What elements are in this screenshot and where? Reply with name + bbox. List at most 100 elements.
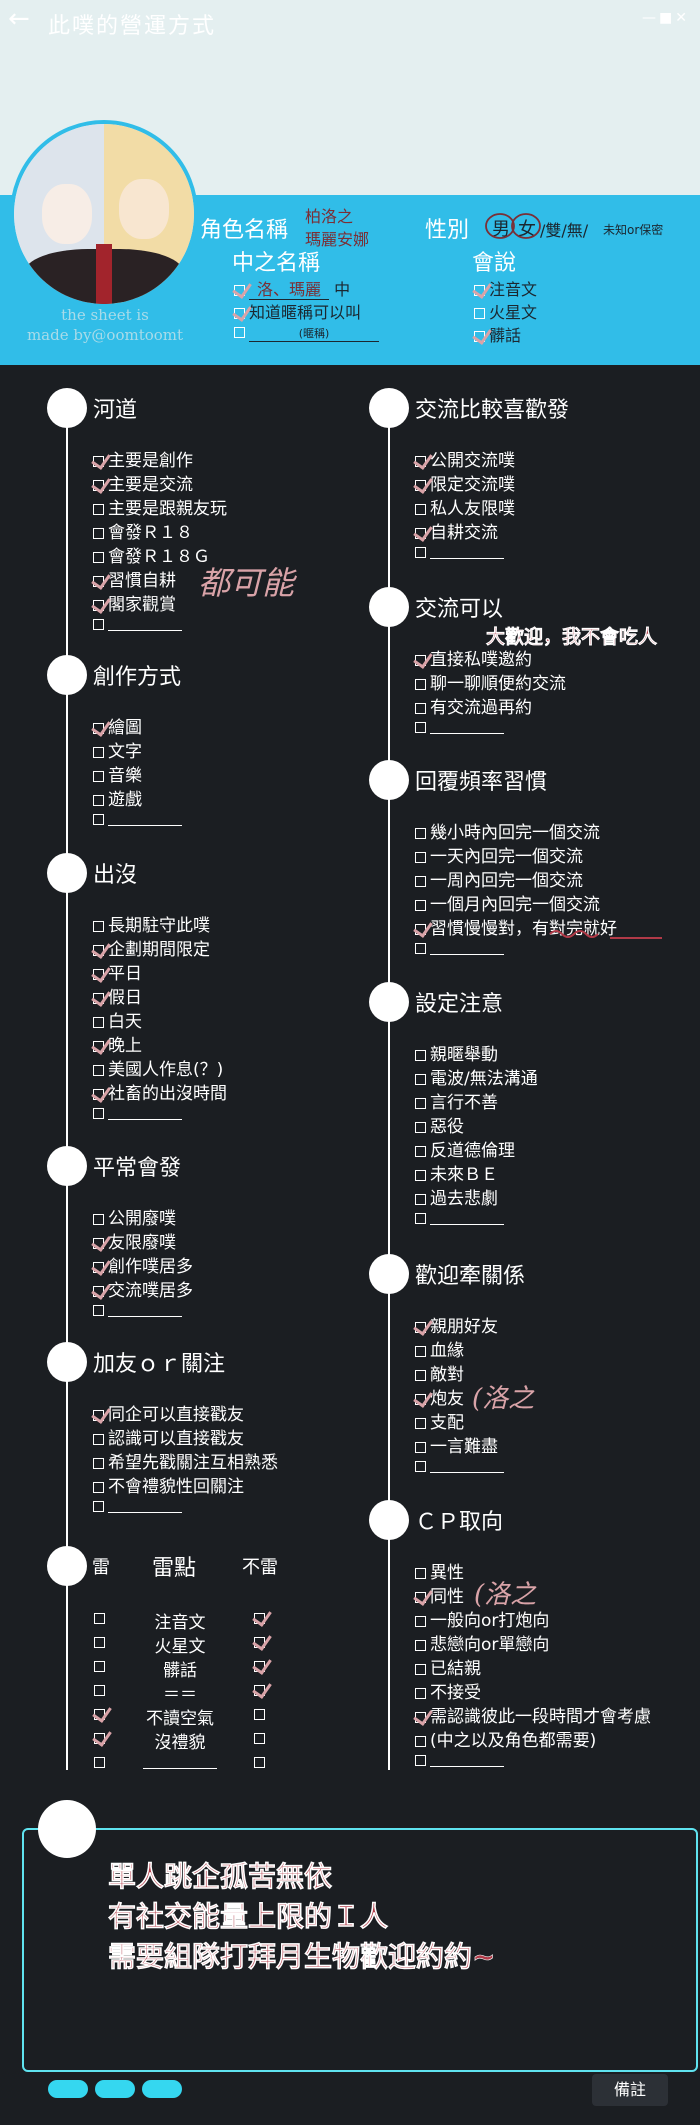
option-row[interactable] — [93, 1300, 182, 1320]
lei-right-checkbox-icon[interactable] — [254, 1637, 265, 1648]
lei-left-checkbox-icon[interactable] — [94, 1733, 105, 1744]
lei-right-checkbox-icon[interactable] — [254, 1685, 265, 1696]
checkbox-icon[interactable] — [415, 1212, 426, 1224]
checkbox-icon[interactable] — [93, 1481, 104, 1493]
option-row[interactable] — [93, 614, 182, 634]
checkbox-icon[interactable] — [93, 1088, 104, 1100]
checkbox-icon[interactable] — [415, 479, 426, 491]
option-row[interactable]: 直接私噗邀約 — [415, 645, 532, 670]
option-row[interactable]: 親暱舉動 — [415, 1040, 498, 1065]
pill-button-1[interactable] — [48, 2080, 88, 2098]
option-row[interactable]: 一個月內回完一個交流 — [415, 890, 600, 915]
option-row[interactable]: (中之以及角色都需要) — [415, 1726, 596, 1751]
window-controls[interactable]: —■✕ — [642, 10, 690, 26]
checkbox-icon[interactable] — [415, 1711, 426, 1723]
checkbox-icon[interactable] — [93, 746, 104, 758]
checkbox-icon[interactable] — [93, 1261, 104, 1273]
option-row[interactable]: 會發Ｒ１８Ｇ — [93, 542, 210, 567]
option-row[interactable]: 異性 — [415, 1558, 464, 1583]
checkbox-icon[interactable] — [474, 285, 485, 296]
option-row[interactable]: 社畜的出沒時間 — [93, 1079, 227, 1104]
option-row[interactable] — [93, 809, 182, 829]
checkbox-icon[interactable] — [415, 1591, 426, 1603]
lei-left-checkbox-icon[interactable] — [94, 1757, 105, 1768]
speak-option-3[interactable]: 髒話 — [474, 322, 521, 346]
checkbox-icon[interactable] — [93, 575, 104, 587]
option-row[interactable]: 公開廢噗 — [93, 1204, 176, 1229]
checkbox-icon[interactable] — [415, 527, 426, 539]
note-button[interactable]: 備註 — [592, 2074, 668, 2106]
checkbox-icon[interactable] — [93, 1064, 104, 1076]
checkbox-icon[interactable] — [234, 308, 245, 319]
checkbox-icon[interactable] — [415, 1193, 426, 1205]
checkbox-icon[interactable] — [93, 722, 104, 734]
option-row[interactable]: 文字 — [93, 737, 142, 762]
option-row[interactable]: 過去悲劇 — [415, 1184, 498, 1209]
option-row[interactable]: 支配 — [415, 1408, 464, 1433]
checkbox-icon[interactable] — [93, 944, 104, 956]
lei-left-checkbox-icon[interactable] — [94, 1613, 105, 1624]
option-row[interactable]: 習慣自耕 — [93, 566, 176, 591]
checkbox-icon[interactable] — [415, 899, 426, 911]
option-row[interactable]: 希望先戳關注互相熟悉 — [93, 1448, 278, 1473]
checkbox-icon[interactable] — [415, 1441, 426, 1453]
lei-left-checkbox-icon[interactable] — [94, 1709, 105, 1720]
checkbox-icon[interactable] — [415, 503, 426, 515]
checkbox-icon[interactable] — [93, 1433, 104, 1445]
option-row[interactable]: 惡役 — [415, 1112, 464, 1137]
checkbox-icon[interactable] — [93, 920, 104, 932]
option-row[interactable]: 交流噗居多 — [93, 1276, 193, 1301]
option-row[interactable]: 平日 — [93, 959, 142, 984]
option-row[interactable]: 習慣慢慢對，有對完就好 — [415, 914, 617, 939]
lei-left-checkbox-icon[interactable] — [94, 1685, 105, 1696]
checkbox-icon[interactable] — [415, 1663, 426, 1675]
checkbox-icon[interactable] — [93, 770, 104, 782]
option-row[interactable] — [415, 938, 504, 958]
option-row[interactable]: 長期駐守此噗 — [93, 911, 210, 936]
checkbox-icon[interactable] — [415, 875, 426, 887]
lei-right-checkbox-icon[interactable] — [254, 1757, 265, 1768]
checkbox-icon[interactable] — [93, 527, 104, 539]
lei-left-checkbox-icon[interactable] — [94, 1661, 105, 1672]
checkbox-icon[interactable] — [415, 1169, 426, 1181]
option-row[interactable]: 不接受 — [415, 1678, 481, 1703]
nickname-option-1[interactable]: 洛、瑪麗 中 — [234, 276, 350, 300]
checkbox-icon[interactable] — [415, 702, 426, 714]
checkbox-icon[interactable] — [93, 479, 104, 491]
checkbox-icon[interactable] — [415, 1145, 426, 1157]
lei-right-checkbox-icon[interactable] — [254, 1709, 265, 1720]
lei-right-checkbox-icon[interactable] — [254, 1733, 265, 1744]
checkbox-icon[interactable] — [93, 1304, 104, 1316]
nickname-option-3[interactable]: (暱稱) — [234, 322, 379, 342]
option-row[interactable]: 親朋好友 — [415, 1312, 498, 1337]
lei-right-checkbox-icon[interactable] — [254, 1613, 265, 1624]
option-row[interactable]: 音樂 — [93, 761, 142, 786]
option-row[interactable]: 白天 — [93, 1007, 142, 1032]
checkbox-icon[interactable] — [93, 1213, 104, 1225]
gender-female[interactable]: 女 — [518, 219, 536, 240]
back-icon[interactable]: ← — [8, 4, 30, 34]
option-row[interactable] — [93, 1496, 182, 1516]
checkbox-icon[interactable] — [415, 678, 426, 690]
option-row[interactable]: 一周內回完一個交流 — [415, 866, 583, 891]
option-row[interactable]: 限定交流噗 — [415, 470, 515, 495]
checkbox-icon[interactable] — [93, 503, 104, 515]
checkbox-icon[interactable] — [415, 1345, 426, 1357]
option-row[interactable] — [415, 1456, 504, 1476]
checkbox-icon[interactable] — [474, 331, 485, 342]
option-row[interactable]: 一天內回完一個交流 — [415, 842, 583, 867]
checkbox-icon[interactable] — [474, 308, 485, 319]
option-row[interactable]: 會發Ｒ１８ — [93, 518, 193, 543]
checkbox-icon[interactable] — [415, 1321, 426, 1333]
option-row[interactable]: 悲戀向or單戀向 — [415, 1630, 549, 1655]
option-row[interactable]: 主要是交流 — [93, 470, 193, 495]
checkbox-icon[interactable] — [93, 1457, 104, 1469]
option-row[interactable]: 未來ＢＥ — [415, 1160, 498, 1185]
option-row[interactable]: 主要是創作 — [93, 446, 193, 471]
option-row[interactable]: 遊戲 — [93, 785, 142, 810]
checkbox-icon[interactable] — [93, 813, 104, 825]
option-row[interactable]: 一般向or打炮向 — [415, 1606, 549, 1631]
checkbox-icon[interactable] — [415, 721, 426, 733]
option-row[interactable]: 反道德倫理 — [415, 1136, 515, 1161]
option-row[interactable]: 自耕交流 — [415, 518, 498, 543]
